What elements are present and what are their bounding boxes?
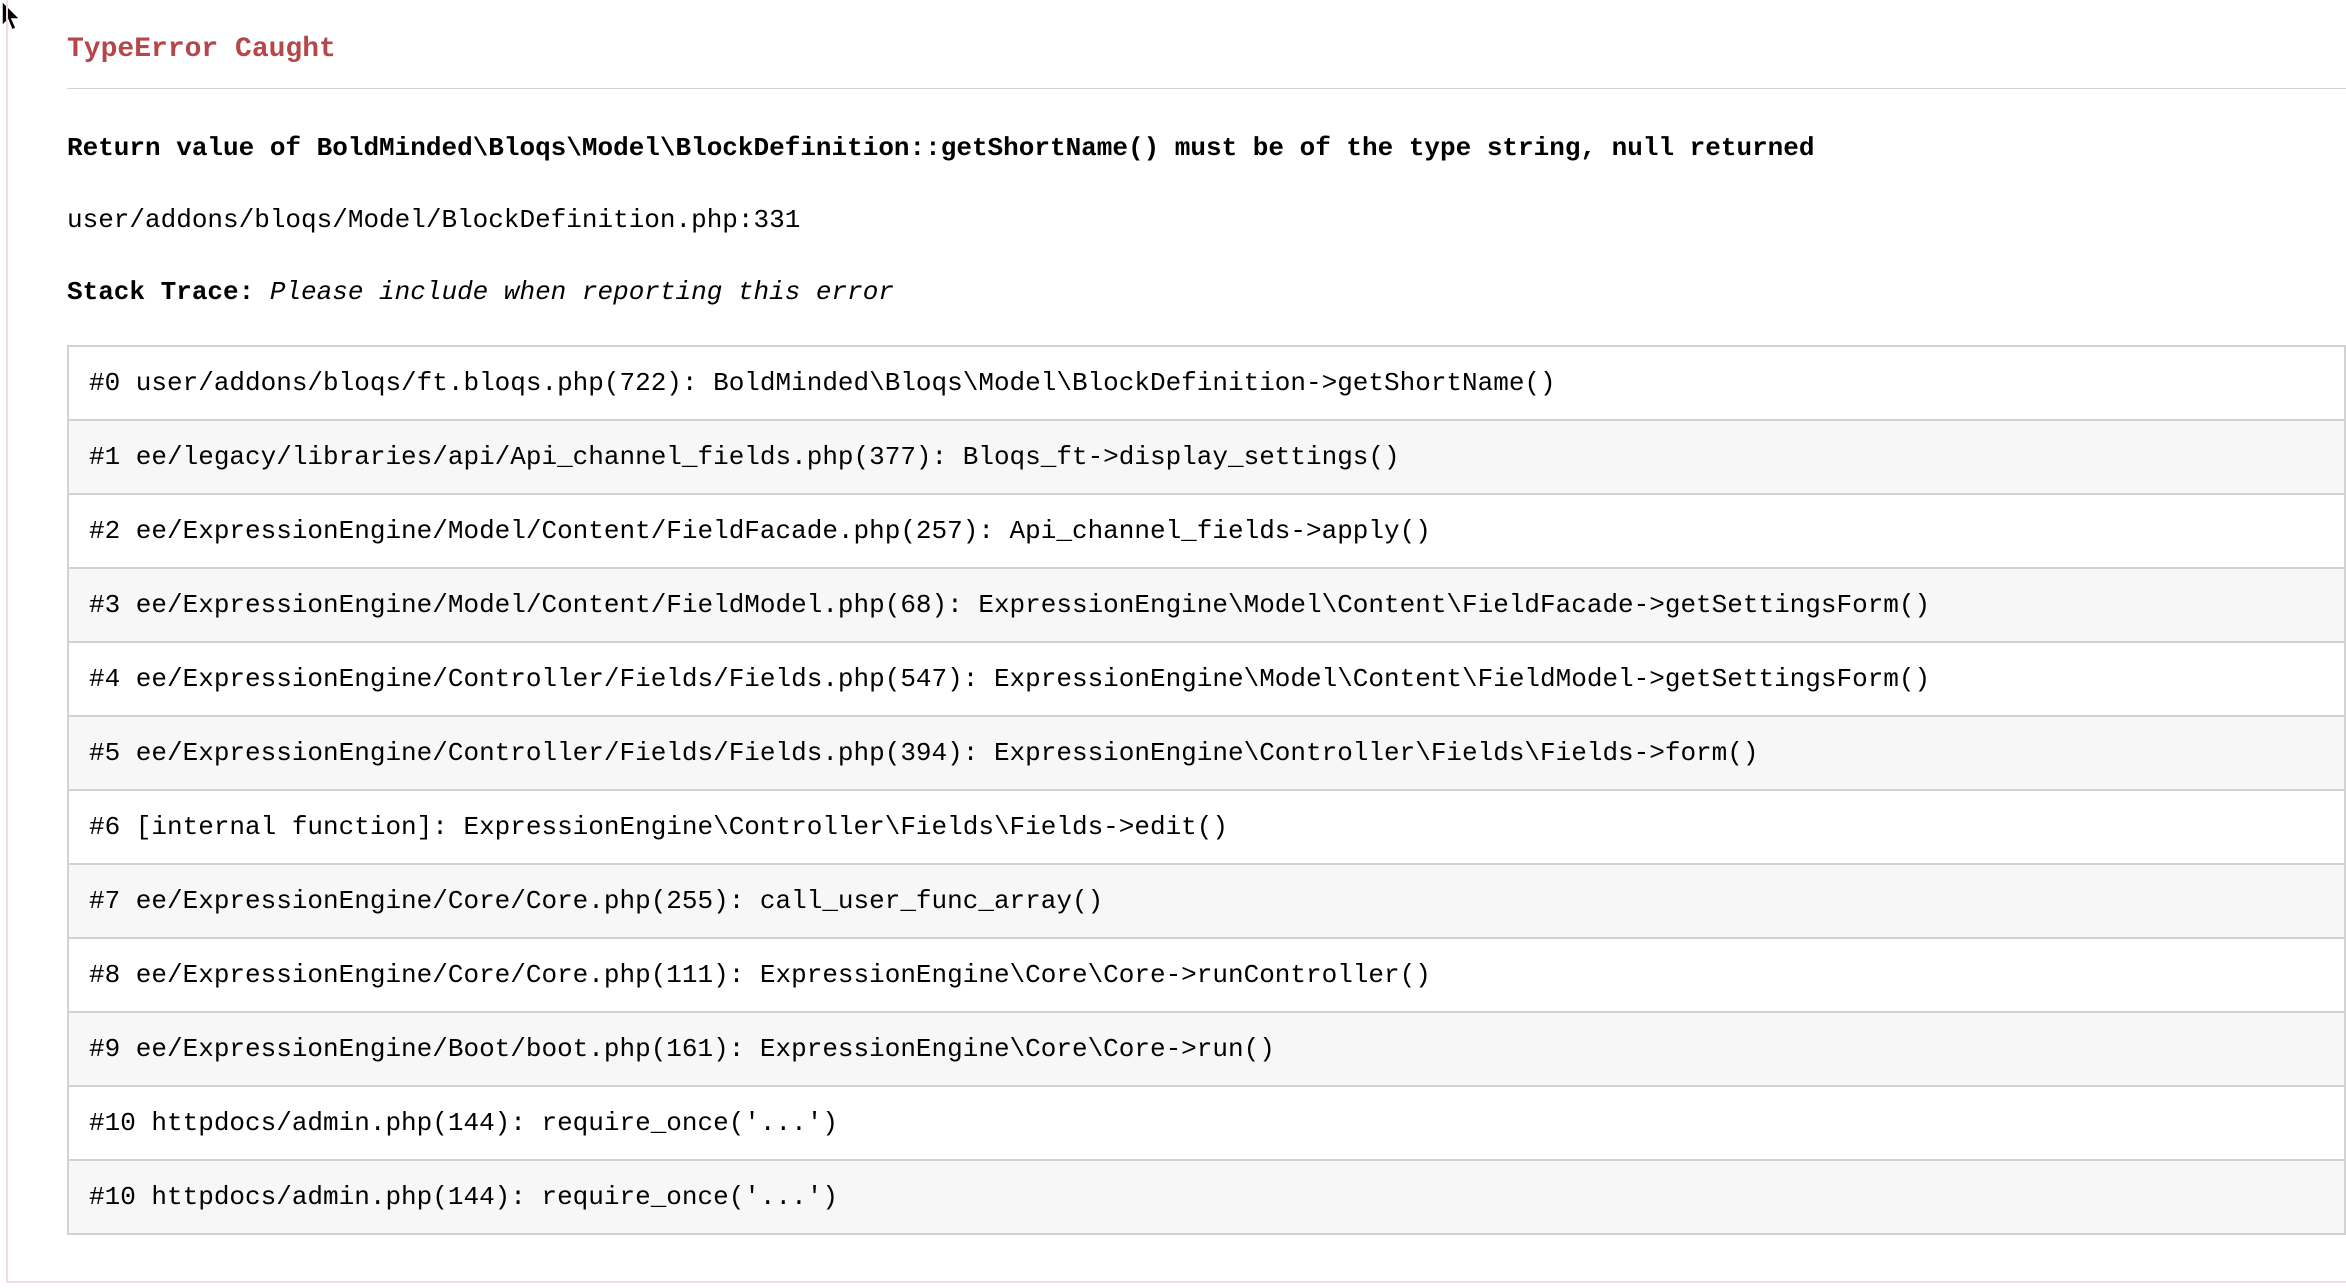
stack-trace-row: #10 httpdocs/admin.php(144): require_onc… (69, 1087, 2344, 1161)
stack-trace-label: Stack Trace: (67, 277, 255, 307)
stack-trace-row: #6 [internal function]: ExpressionEngine… (69, 791, 2344, 865)
stack-trace-row: #8 ee/ExpressionEngine/Core/Core.php(111… (69, 939, 2344, 1013)
stack-trace-row: #5 ee/ExpressionEngine/Controller/Fields… (69, 717, 2344, 791)
stack-trace-row: #0 user/addons/bloqs/ft.bloqs.php(722): … (69, 347, 2344, 421)
error-message: Return value of BoldMinded\Bloqs\Model\B… (67, 133, 1815, 163)
stack-trace-row: #3 ee/ExpressionEngine/Model/Content/Fie… (69, 569, 2344, 643)
error-panel (6, 0, 2346, 1283)
stack-trace-row: #7 ee/ExpressionEngine/Core/Core.php(255… (69, 865, 2344, 939)
error-title: TypeError Caught (67, 34, 336, 65)
stack-trace-note: Please include when reporting this error (254, 277, 894, 307)
stack-trace-row: #4 ee/ExpressionEngine/Controller/Fields… (69, 643, 2344, 717)
stack-trace-list: #0 user/addons/bloqs/ft.bloqs.php(722): … (67, 345, 2346, 1235)
error-location: user/addons/bloqs/Model/BlockDefinition.… (67, 205, 801, 235)
stack-trace-heading: Stack Trace: Please include when reporti… (67, 272, 894, 312)
stack-trace-row: #2 ee/ExpressionEngine/Model/Content/Fie… (69, 495, 2344, 569)
stack-trace-row: #1 ee/legacy/libraries/api/Api_channel_f… (69, 421, 2344, 495)
title-divider (67, 88, 2346, 89)
stack-trace-row: #10 httpdocs/admin.php(144): require_onc… (69, 1161, 2344, 1235)
stack-trace-row: #9 ee/ExpressionEngine/Boot/boot.php(161… (69, 1013, 2344, 1087)
